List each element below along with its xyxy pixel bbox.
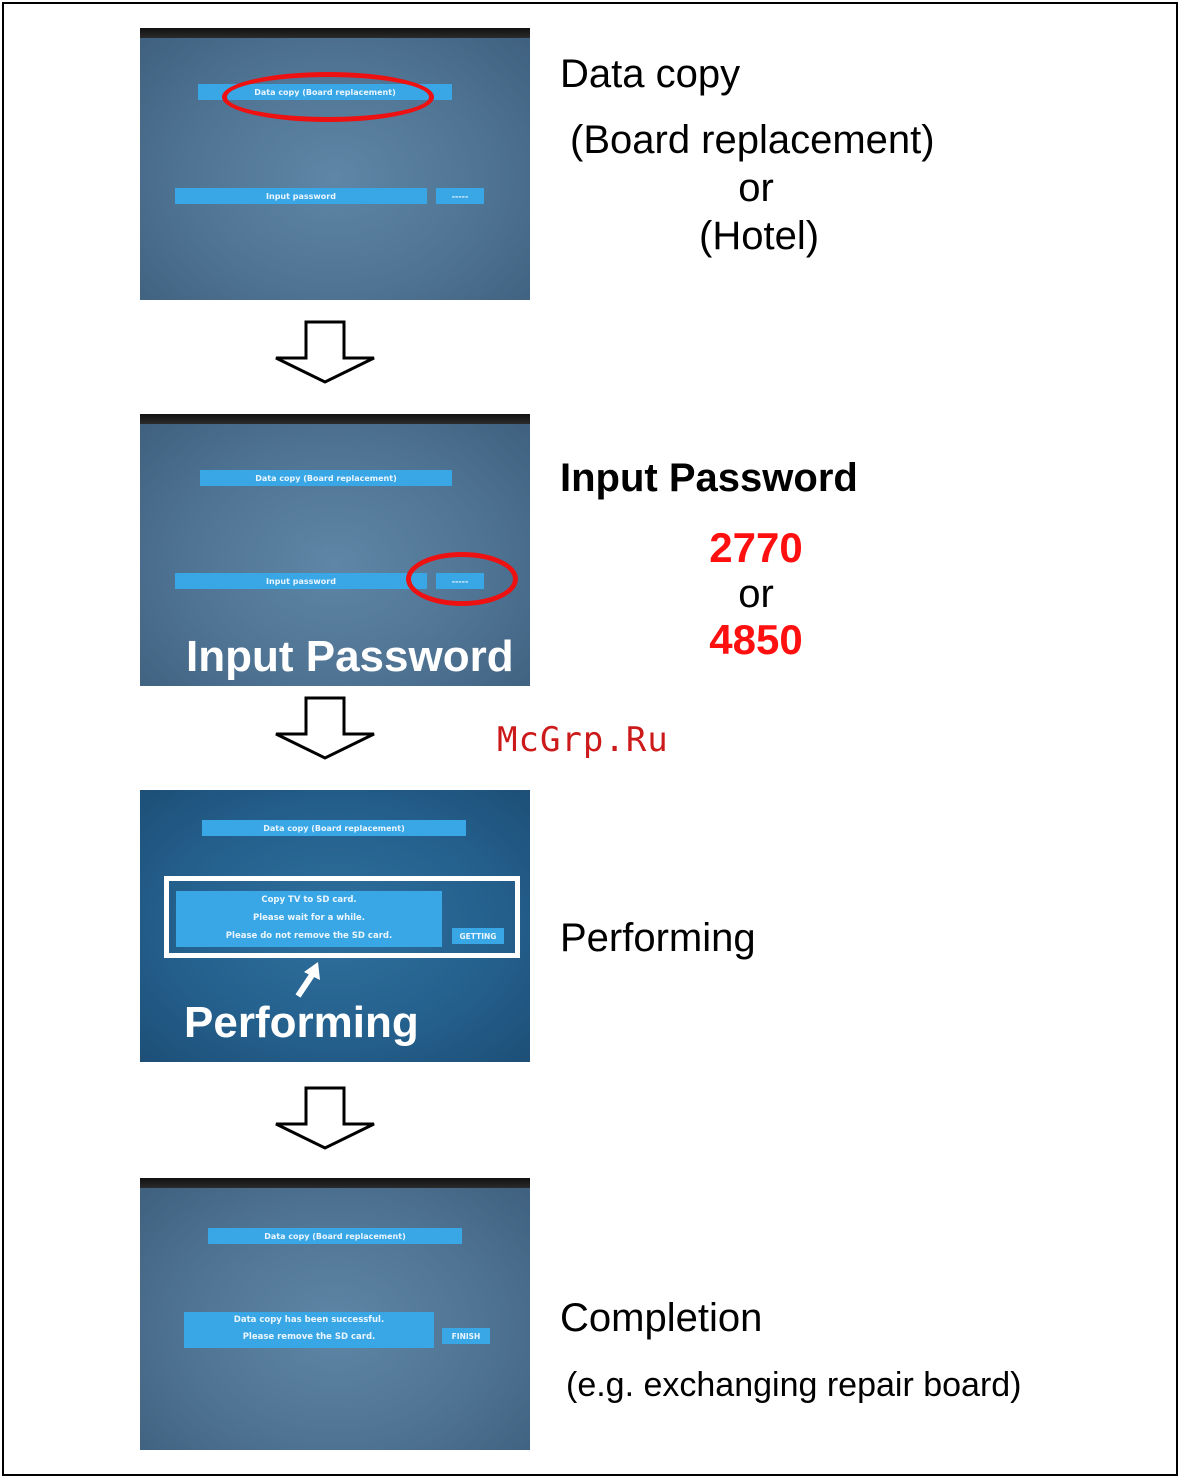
highlight-ring bbox=[406, 552, 518, 606]
menu-title-bar: Data copy (Board replacement) bbox=[202, 820, 466, 836]
step2-caption-or: or bbox=[738, 572, 774, 616]
watermark: McGrp.Ru bbox=[497, 720, 669, 760]
menu-title-bar: Data copy (Board replacement) bbox=[200, 470, 452, 486]
pointer-arrow-icon bbox=[295, 962, 320, 998]
password-label-bar: Input password bbox=[175, 573, 427, 589]
step4-caption-note: (e.g. exchanging repair board) bbox=[566, 1366, 1022, 1404]
menu-title-bar: Data copy (Board replacement) bbox=[208, 1228, 462, 1244]
step1-caption-board: (Board replacement) bbox=[570, 118, 935, 162]
password-label-bar: Input password bbox=[175, 188, 427, 204]
step3-screen-photo: Data copy (Board replacement) Copy TV to… bbox=[140, 790, 530, 1062]
message-line: Copy TV to SD card. bbox=[261, 895, 357, 905]
message-line: Please remove the SD card. bbox=[242, 1332, 376, 1342]
step2-screen-photo: Data copy (Board replacement) Input pass… bbox=[140, 414, 530, 686]
highlight-ring bbox=[222, 72, 434, 122]
step4-caption: Completion bbox=[560, 1296, 763, 1340]
progress-message: Copy TV to SD card. Please wait for a wh… bbox=[176, 891, 442, 947]
password-option-1: 2770 bbox=[709, 524, 803, 571]
step1-caption-or: or bbox=[738, 166, 774, 210]
password-option-2: 4850 bbox=[709, 616, 803, 663]
step2-caption-title: Input Password bbox=[560, 456, 858, 500]
message-line: Please wait for a while. bbox=[252, 913, 366, 923]
down-arrow-icon bbox=[275, 1086, 375, 1150]
step4-screen-photo: Data copy (Board replacement) Data copy … bbox=[140, 1178, 530, 1450]
message-line: Data copy has been successful. bbox=[233, 1315, 385, 1325]
overlay-label: Input Password bbox=[186, 632, 514, 681]
tv-bezel bbox=[140, 28, 530, 38]
down-arrow-icon bbox=[275, 320, 375, 384]
message-line: Please do not remove the SD card. bbox=[225, 931, 393, 941]
overlay-label: Performing bbox=[184, 998, 419, 1047]
step3-caption: Performing bbox=[560, 916, 756, 960]
tv-bezel bbox=[140, 1178, 530, 1188]
finish-button: FINISH bbox=[442, 1328, 490, 1344]
getting-status-button: GETTING bbox=[452, 928, 504, 944]
completion-message: Data copy has been successful. Please re… bbox=[184, 1312, 434, 1348]
step1-caption-hotel: (Hotel) bbox=[699, 214, 820, 258]
tv-bezel bbox=[140, 414, 530, 424]
password-value-field: ----- bbox=[436, 188, 484, 204]
step1-caption-title: Data copy bbox=[560, 52, 741, 96]
step1-screen-photo: Data copy (Board replacement) Input pass… bbox=[140, 28, 530, 300]
down-arrow-icon bbox=[275, 696, 375, 760]
highlight-frame bbox=[164, 876, 520, 958]
